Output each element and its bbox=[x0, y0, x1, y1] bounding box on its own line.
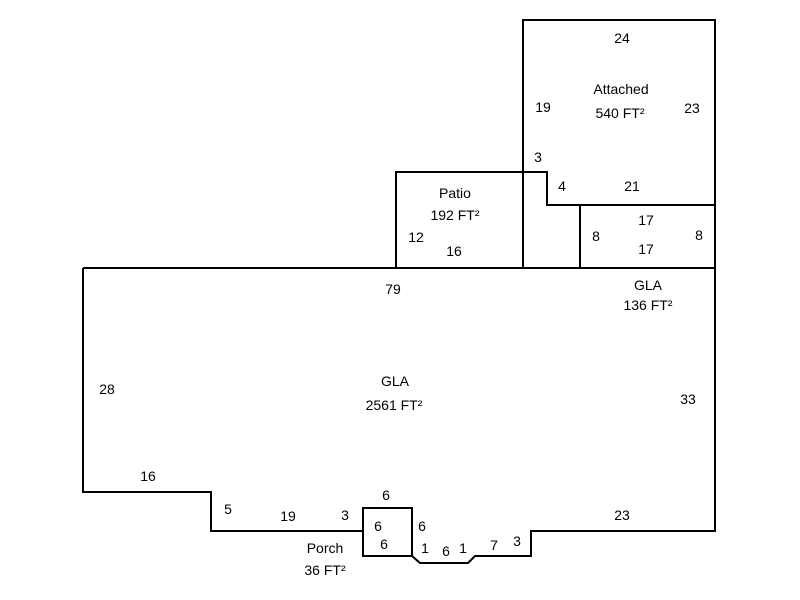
dim-label: 4 bbox=[558, 178, 566, 194]
gla-small-label: GLA bbox=[634, 277, 663, 293]
gla-small-area: 136 FT² bbox=[623, 297, 672, 313]
patio-area: 192 FT² bbox=[430, 207, 479, 223]
dim-label: 6 bbox=[374, 518, 382, 534]
patio-label: Patio bbox=[439, 185, 471, 201]
dim-label: 17 bbox=[638, 212, 654, 228]
dim-label: 19 bbox=[535, 99, 551, 115]
dim-label: 6 bbox=[442, 543, 450, 559]
dim-label: 5 bbox=[224, 501, 232, 517]
dim-label: 17 bbox=[638, 241, 654, 257]
dim-label: 8 bbox=[695, 227, 703, 243]
dim-label: 16 bbox=[140, 468, 156, 484]
porch-label: Porch bbox=[307, 540, 344, 556]
dim-label: 79 bbox=[385, 281, 401, 297]
dim-label: 12 bbox=[408, 229, 424, 245]
attached-label: Attached bbox=[593, 81, 648, 97]
dim-label: 7 bbox=[490, 537, 498, 553]
dim-label: 8 bbox=[592, 228, 600, 244]
dim-label: 24 bbox=[614, 30, 630, 46]
gla-main-label: GLA bbox=[381, 373, 410, 389]
dim-label: 21 bbox=[624, 178, 640, 194]
porch-area: 36 FT² bbox=[304, 562, 346, 578]
dim-label: 3 bbox=[513, 533, 521, 549]
gla-main-outline bbox=[82, 267, 716, 564]
dim-label: 6 bbox=[418, 518, 426, 534]
dim-label: 33 bbox=[680, 391, 696, 407]
porch-outline bbox=[362, 507, 413, 557]
dim-label: 23 bbox=[684, 100, 700, 116]
dim-label: 6 bbox=[380, 536, 388, 552]
dim-label: 3 bbox=[534, 149, 542, 165]
dim-label: 23 bbox=[614, 507, 630, 523]
dim-label: 3 bbox=[341, 507, 349, 523]
dim-label: 28 bbox=[99, 381, 115, 397]
dim-label: 16 bbox=[446, 243, 462, 259]
dim-label: 6 bbox=[382, 487, 390, 503]
dim-label: 1 bbox=[459, 540, 467, 556]
dim-label: 19 bbox=[280, 508, 296, 524]
attached-area: 540 FT² bbox=[595, 105, 644, 121]
gla-main-area: 2561 FT² bbox=[366, 397, 423, 413]
dim-label: 1 bbox=[421, 540, 429, 556]
